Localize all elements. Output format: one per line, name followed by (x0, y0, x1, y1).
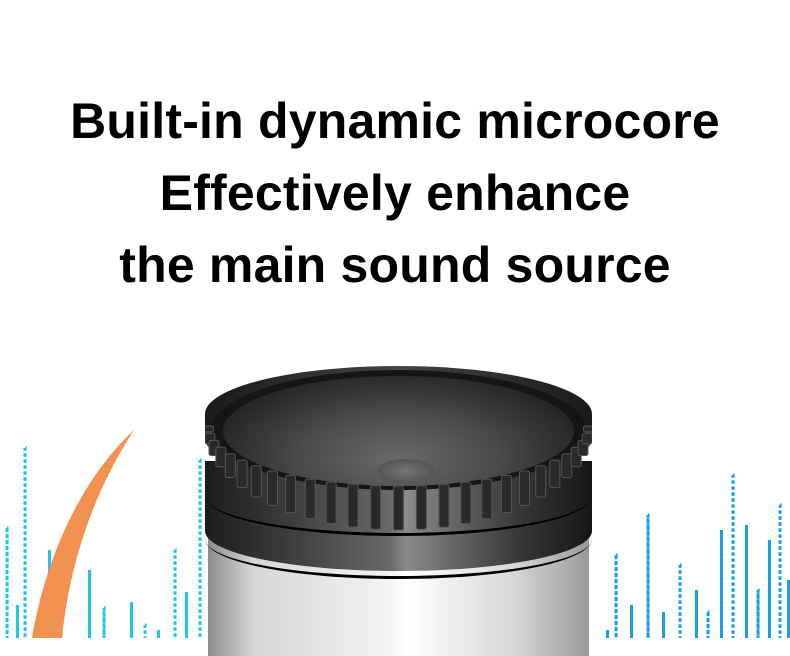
rim-tooth (305, 479, 315, 519)
rim-tooth (562, 454, 572, 478)
rim-tooth (394, 486, 404, 530)
rim-tooth (348, 484, 358, 527)
microphone-image (205, 366, 592, 646)
rim-tooth (550, 460, 560, 488)
rim-tooth (268, 471, 278, 505)
headline-line-2: Effectively enhance (0, 168, 790, 218)
rim-tooth (371, 486, 381, 530)
rim-tooth (225, 454, 235, 478)
rim-tooth (286, 475, 296, 512)
rim-tooth (584, 426, 593, 432)
rim-tooth (237, 460, 247, 488)
rim-tooth (326, 482, 336, 524)
rim-tooth (216, 447, 226, 466)
rim-tooth (519, 471, 529, 505)
knurled-rim (205, 366, 592, 536)
headline-line-3: the main sound source (0, 240, 790, 290)
rim-tooth (205, 426, 214, 432)
rim-tooth (461, 482, 471, 524)
rim-tooth (501, 475, 511, 512)
rim-tooth (416, 486, 426, 530)
rim-tooth (582, 433, 592, 444)
headline-line-1: Built-in dynamic microcore (0, 96, 790, 146)
rim-tooth (482, 479, 492, 519)
rim-tooth (251, 466, 261, 497)
rim-tooth (439, 484, 449, 527)
rim-tooth (536, 466, 546, 497)
